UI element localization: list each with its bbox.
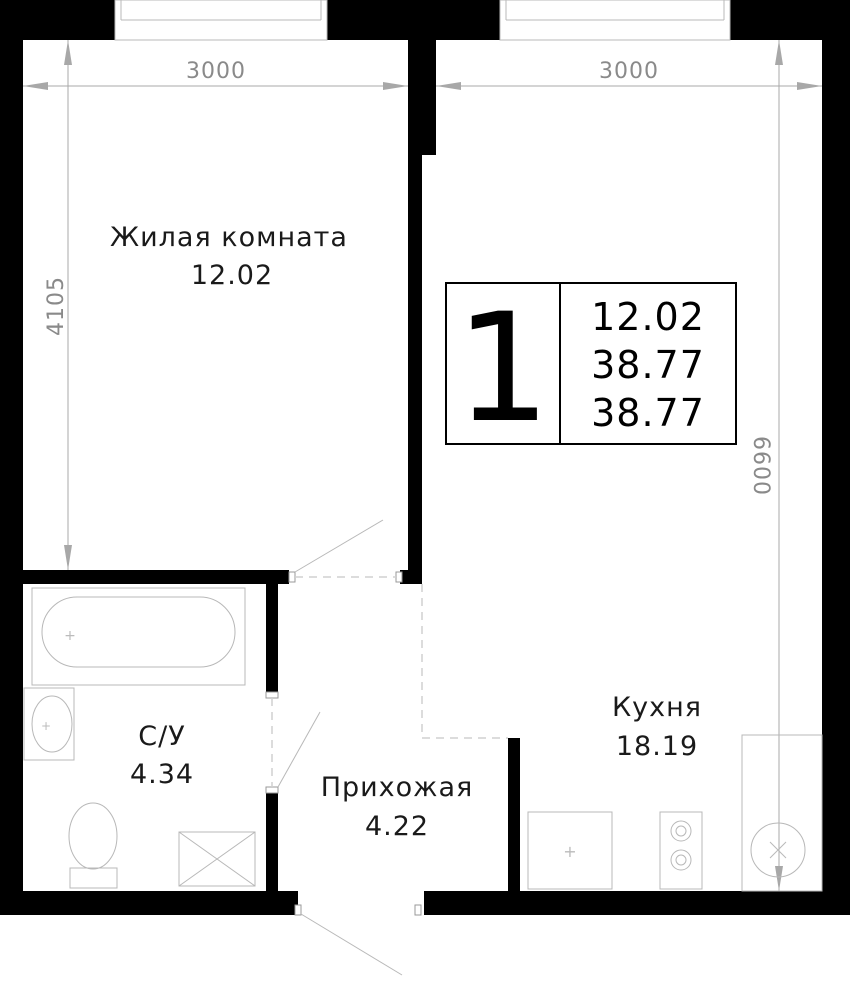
- room-name-hallway: Прихожая: [321, 772, 474, 803]
- info-living-area: 12.02: [591, 295, 705, 339]
- svg-text:+: +: [41, 719, 51, 733]
- sink-kitchen-icon: [741, 734, 823, 892]
- room-area-bathroom: 4.34: [130, 759, 194, 790]
- info-box: 1 12.02 38.77 38.77: [445, 282, 737, 456]
- door-bathroom: [277, 711, 321, 788]
- info-total-area: 38.77: [591, 343, 705, 387]
- svg-text:+: +: [64, 628, 76, 644]
- walls: [0, 0, 850, 915]
- dimension-lines: [23, 40, 822, 891]
- shower-icon: [178, 831, 256, 887]
- dim-living-width: 3000: [186, 59, 246, 84]
- room-name-bathroom: С/У: [138, 721, 185, 752]
- wall-bath-lower: [266, 792, 278, 902]
- kitchen-cabinet-icon: [527, 811, 613, 890]
- kitchen-boundary: [421, 584, 508, 739]
- info-total-area-2: 38.77: [591, 391, 705, 435]
- wall-bottom-left: [0, 891, 298, 915]
- dim-kitchen-depth: 6600: [748, 436, 773, 496]
- wall-partition-upper: [408, 15, 436, 155]
- sink-icon: [23, 687, 75, 761]
- room-name-living: Жилая комната: [110, 222, 348, 253]
- window-kitchen: [499, 0, 731, 41]
- window-living: [114, 0, 328, 41]
- dim-kitchen-width: 3000: [599, 59, 659, 84]
- wall-bottom-right: [424, 891, 850, 915]
- wall-living-bottom: [23, 570, 289, 584]
- room-name-kitchen: Кухня: [612, 692, 702, 723]
- rooms-count: 1: [455, 282, 550, 456]
- wall-right: [822, 0, 850, 915]
- room-area-living: 12.02: [191, 260, 273, 291]
- door-living: [294, 519, 384, 573]
- kitchen-fixtures: +: [527, 734, 823, 892]
- bathroom-fixtures: + +: [23, 587, 256, 889]
- doors: [265, 519, 508, 976]
- wall-living-bottom-stub: [400, 570, 422, 584]
- bathtub-icon: [31, 587, 246, 686]
- wall-partition-lower: [408, 150, 422, 582]
- wall-left: [0, 0, 23, 915]
- svg-text:+: +: [563, 842, 576, 861]
- windows: [114, 0, 731, 41]
- door-entrance: [300, 913, 403, 976]
- toilet-icon: [68, 802, 118, 889]
- wall-bath-upper: [266, 580, 278, 692]
- stove-icon: [659, 811, 703, 890]
- dim-living-depth: 4105: [44, 276, 69, 336]
- room-area-kitchen: 18.19: [616, 731, 698, 762]
- wall-kitchen-stub: [508, 738, 520, 898]
- room-area-hallway: 4.22: [365, 811, 429, 842]
